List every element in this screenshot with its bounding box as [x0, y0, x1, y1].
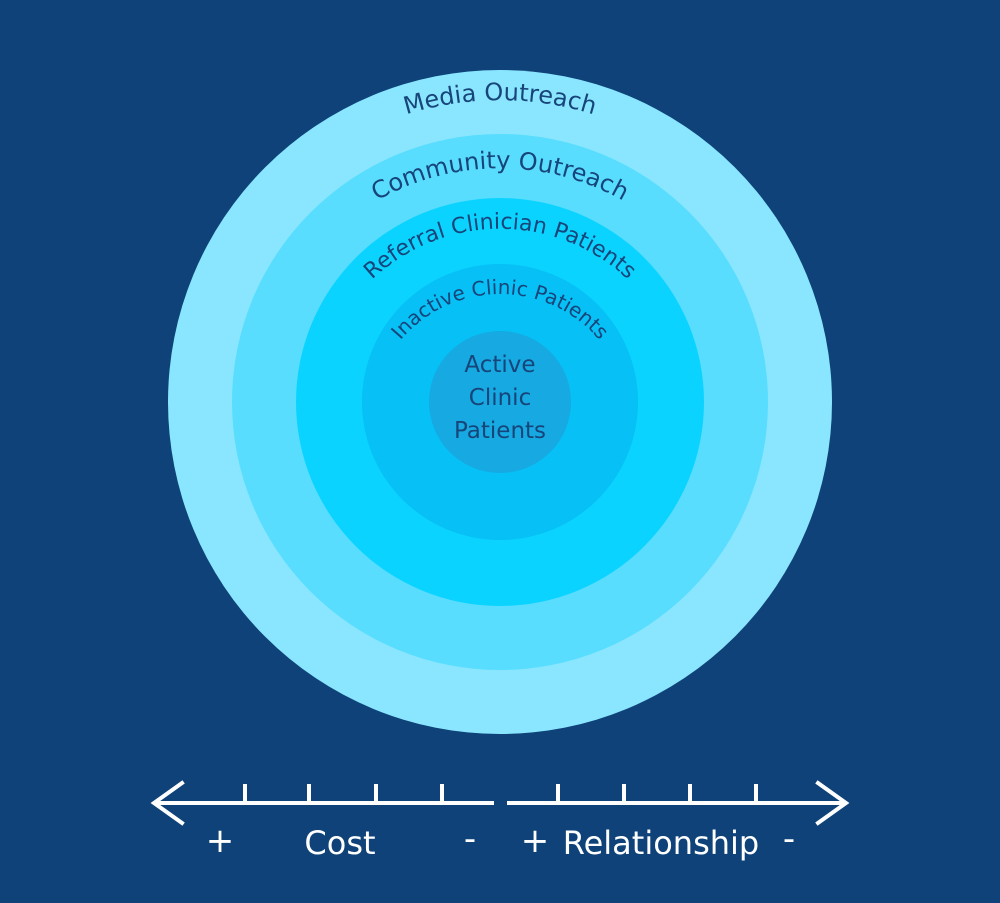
relationship-axis: [507, 780, 850, 826]
cost-label: Cost: [304, 824, 375, 862]
core-active-clinic-patients: [429, 331, 571, 473]
relationship-plus-label: +: [521, 821, 550, 861]
right-arrowhead-icon: [815, 780, 850, 826]
left-arrowhead-icon: [150, 780, 185, 826]
core-label-line1: Active: [464, 352, 535, 378]
core-label-line2: Clinic: [469, 385, 531, 411]
core-label-line3: Patients: [454, 418, 546, 444]
cost-plus-label: +: [206, 821, 235, 861]
cost-axis: [150, 780, 494, 826]
relationship-label: Relationship: [563, 824, 759, 862]
cost-minus-label: -: [464, 819, 476, 859]
relationship-minus-label: -: [783, 819, 795, 859]
